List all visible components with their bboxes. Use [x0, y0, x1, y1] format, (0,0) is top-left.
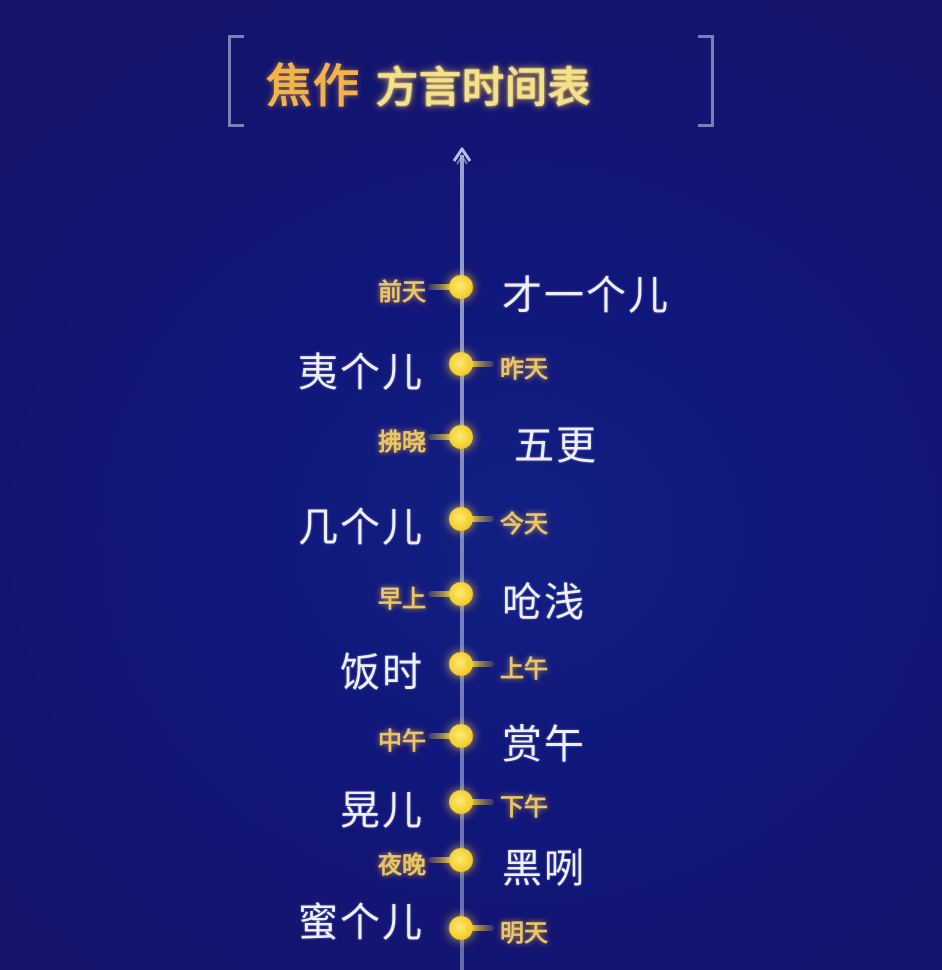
- timeline-dot-icon: [449, 275, 473, 299]
- dialect-term: 才一个儿: [502, 273, 670, 319]
- title-subtitle: 方言时间表: [376, 63, 592, 112]
- pointer-tail: [466, 661, 494, 667]
- left-bracket-decoration: [228, 35, 244, 127]
- pointer-tail: [428, 284, 456, 290]
- pointer-tail: [428, 434, 456, 440]
- dialect-term: 赏午: [502, 722, 586, 768]
- standard-term: 中午: [378, 727, 426, 755]
- timeline-dot-icon: [449, 425, 473, 449]
- pointer-tail: [466, 516, 494, 522]
- standard-term: 明天: [500, 919, 548, 947]
- standard-term: 下午: [500, 793, 548, 821]
- standard-term: 上午: [500, 655, 548, 683]
- pointer-tail: [428, 857, 456, 863]
- pointer-tail: [466, 361, 494, 367]
- dialect-term: 呛浅: [502, 580, 586, 626]
- up-arrow-icon: [452, 147, 472, 165]
- pointer-tail: [428, 591, 456, 597]
- title-frame: 焦作方言时间表: [228, 35, 714, 127]
- standard-term: 早上: [378, 585, 426, 613]
- standard-term: 拂晓: [378, 428, 426, 456]
- timeline-axis: [460, 155, 464, 970]
- title-city: 焦作: [266, 59, 360, 113]
- dialect-term: 黑咧: [502, 846, 586, 892]
- dialect-term: 晃儿: [340, 788, 424, 834]
- timeline-dot-icon: [449, 724, 473, 748]
- standard-term: 前天: [378, 278, 426, 306]
- right-bracket-decoration: [698, 35, 714, 127]
- dialect-term: 几个儿: [298, 505, 424, 551]
- dialect-term: 夷个儿: [298, 350, 424, 396]
- dialect-term: 饭时: [340, 650, 424, 696]
- timeline-dot-icon: [449, 582, 473, 606]
- standard-term: 夜晚: [378, 851, 426, 879]
- standard-term: 今天: [500, 510, 548, 538]
- pointer-tail: [428, 733, 456, 739]
- dialect-term: 蜜个儿: [298, 900, 424, 946]
- standard-term: 昨天: [500, 355, 548, 383]
- dialect-term: 五更: [514, 423, 598, 469]
- pointer-tail: [466, 799, 494, 805]
- page-title: 焦作方言时间表: [266, 50, 591, 116]
- timeline-dot-icon: [449, 848, 473, 872]
- pointer-tail: [466, 925, 494, 931]
